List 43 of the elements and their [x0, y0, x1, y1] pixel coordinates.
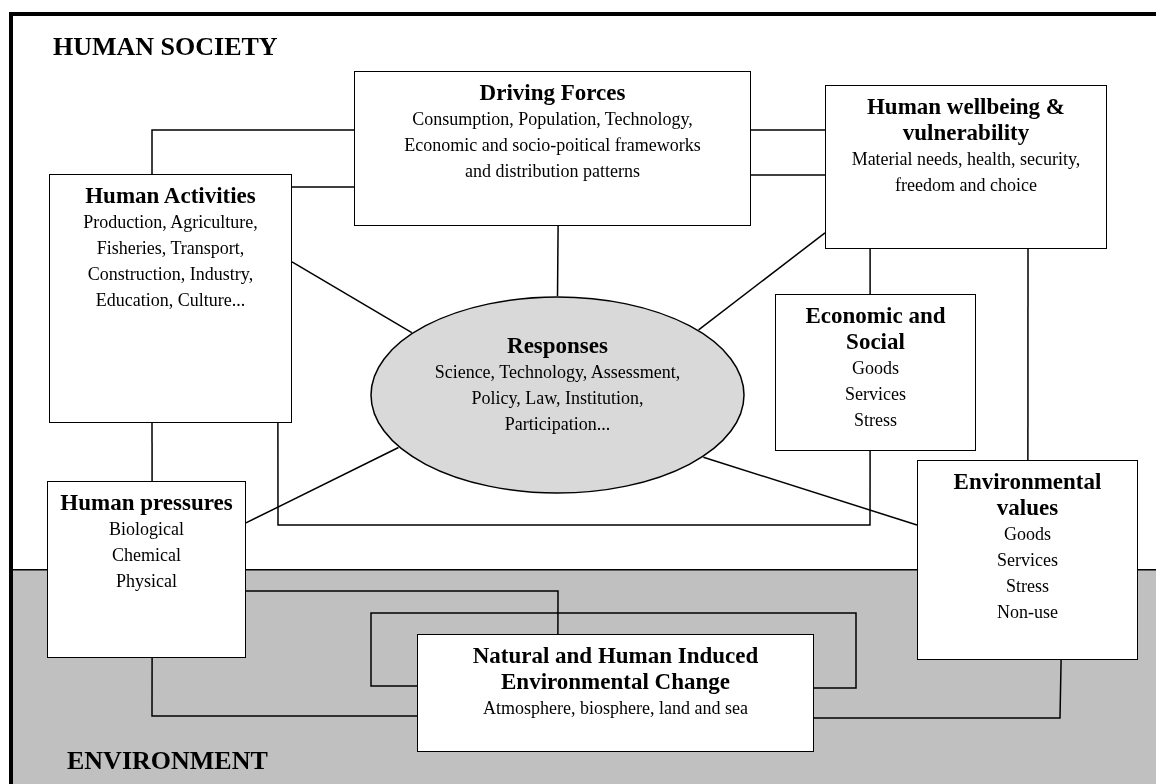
process-box	[49, 174, 292, 423]
node-heading: Environmental values	[952, 469, 1103, 521]
node-heading: Driving Forces	[479, 80, 626, 106]
node-text: Production, Agriculture, Fisheries, Transport, Construction, Industry, Education, Culture...	[82, 210, 259, 313]
connector-line	[245, 446, 400, 524]
band-label: HUMAN SOCIETY	[53, 32, 278, 62]
region-band	[9, 12, 1156, 569]
node-text: Biological Chemical Physical	[108, 517, 185, 593]
connector-line	[869, 248, 871, 295]
connector-line	[750, 174, 826, 176]
node-heading: Human pressures	[60, 490, 233, 516]
node-heading: Human Activities	[85, 183, 256, 209]
process-box	[354, 71, 751, 226]
connector-line	[1027, 248, 1029, 461]
node-text: Goods Services Stress	[844, 356, 907, 432]
node-heading: Natural and Human Induced Environmental Change	[471, 643, 760, 695]
connector-line	[151, 422, 153, 482]
connector-line	[370, 612, 857, 689]
node-text: Goods Services Stress Non-use	[996, 522, 1059, 624]
process-box	[775, 294, 976, 451]
process-box	[825, 85, 1107, 249]
connector-line	[291, 186, 355, 188]
node-heading: Economic and Social	[804, 303, 947, 355]
process-box	[417, 634, 814, 752]
connector-line	[151, 129, 355, 175]
connector-line	[813, 659, 1062, 719]
node-heading: Responses	[507, 333, 608, 359]
connector-line	[151, 657, 418, 717]
process-box	[917, 460, 1138, 660]
connector-line	[291, 261, 413, 334]
node-text: Science, Technology, Assessment, Policy, Law, Institution, Participation...	[433, 360, 682, 436]
connector-line	[697, 232, 826, 331]
connector-line	[750, 129, 826, 131]
connector-line	[245, 590, 559, 635]
connector-line	[702, 456, 918, 526]
connector-line	[556, 225, 559, 297]
node-text: Material needs, health, security, freedom and choice	[850, 147, 1082, 197]
node-heading: Human wellbeing & vulnerability	[865, 94, 1067, 146]
node-text: Consumption, Population, Technology, Economic and socio-poitical frameworks and distribution patterns	[403, 107, 702, 183]
band-label: ENVIRONMENT	[67, 746, 268, 776]
connector-line	[277, 422, 871, 526]
process-box	[47, 481, 246, 658]
node-text: Atmosphere, biosphere, land and sea	[483, 696, 748, 720]
